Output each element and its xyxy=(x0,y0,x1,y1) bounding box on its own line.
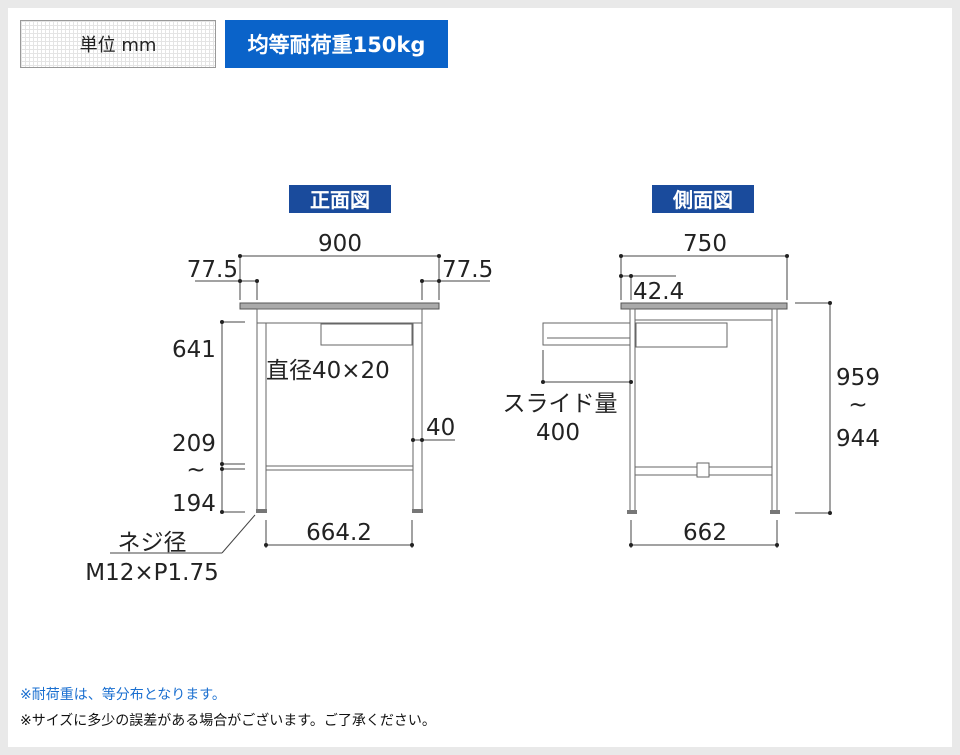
unit-label: 単位 mm xyxy=(20,20,216,68)
height-min-label: 944 xyxy=(836,426,880,452)
range-mark: ~ xyxy=(186,457,205,483)
side-tabletop xyxy=(620,302,788,310)
lower-max-label: 209 xyxy=(172,431,216,457)
size-note: ※サイズに多少の誤差がある場合がございます。ご了承ください。 xyxy=(20,713,436,729)
front-title-badge xyxy=(289,185,391,213)
side-offset-label: 42.4 xyxy=(633,279,684,305)
side-title: 側面図 xyxy=(672,188,733,212)
screw-size-label: M12×P1.75 xyxy=(85,560,218,586)
panel xyxy=(8,8,952,747)
front-apron xyxy=(256,308,423,324)
front-left-offset-label: 77.5 xyxy=(187,257,238,283)
side-depth-label: 750 xyxy=(683,231,727,257)
side-leg-back xyxy=(771,308,778,513)
slide-amount-label: 400 xyxy=(536,420,580,446)
front-leg-right xyxy=(412,322,423,513)
front-leg-left xyxy=(256,322,267,513)
leg-size-label: 40 xyxy=(426,415,455,441)
shelf-height-label: 641 xyxy=(172,337,216,363)
side-drawer xyxy=(635,322,728,348)
screw-label: ネジ径 xyxy=(118,530,187,556)
side-title-badge xyxy=(652,185,754,213)
drawer-size-label: 直径40×20 xyxy=(266,358,390,384)
front-title: 正面図 xyxy=(310,188,370,212)
height-range-mark: ~ xyxy=(848,392,867,418)
load-note: ※耐荷重は、等分布となります。 xyxy=(20,687,226,703)
side-leg-front xyxy=(629,308,636,513)
inner-width-label: 664.2 xyxy=(306,520,372,546)
lower-min-label: 194 xyxy=(172,491,216,517)
slide-rail xyxy=(542,322,631,346)
front-right-offset-label: 77.5 xyxy=(442,257,493,283)
front-view: 正面図 900 77.5 77.5 641 直径40×20 40 209 ~ 1… xyxy=(85,185,493,586)
front-width-label: 900 xyxy=(318,231,362,257)
front-drawer xyxy=(320,323,413,346)
slide-label: スライド量 xyxy=(503,391,618,417)
inner-depth-label: 662 xyxy=(683,520,727,546)
height-max-label: 959 xyxy=(836,365,880,391)
front-lower-rail xyxy=(265,465,414,471)
front-tabletop xyxy=(239,302,440,310)
load-capacity-badge: 均等耐荷重150kg xyxy=(225,20,448,68)
side-view: 側面図 750 42.4 スライド量 400 959 ~ 944 662 xyxy=(503,185,880,548)
